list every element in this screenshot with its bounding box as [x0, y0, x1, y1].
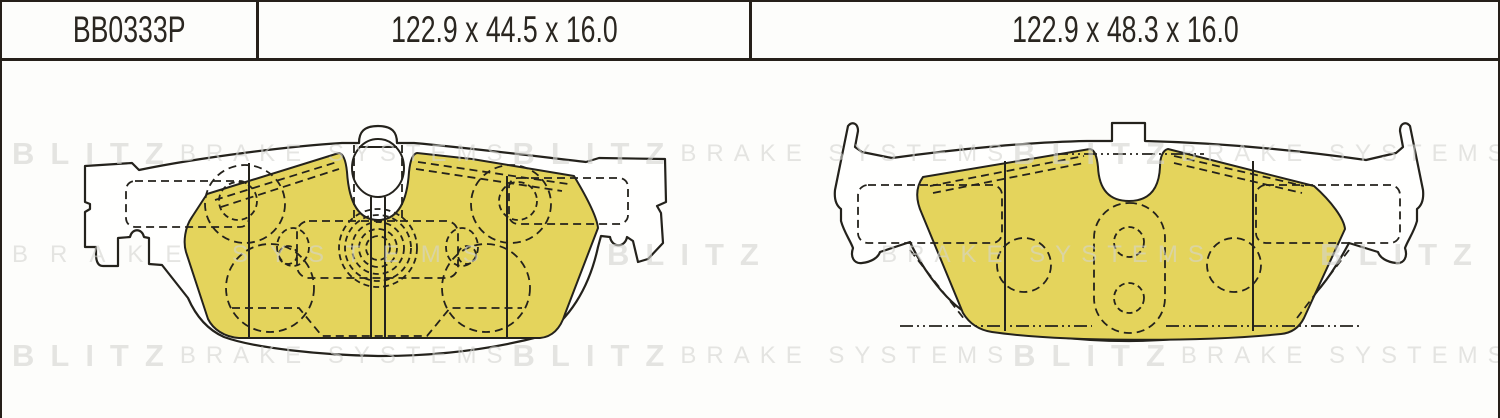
- right-shim-rect-left: [857, 184, 1003, 244]
- left-band-hole-right: [457, 245, 477, 265]
- right-capsule-hole-top: [1113, 226, 1145, 258]
- header-table: BB0333P 122.9 x 44.5 x 16.0 122.9 x 48.3…: [2, 0, 1498, 61]
- left-guide-circle-lower-left: [225, 243, 315, 333]
- left-sensor-tab-hole: [351, 138, 405, 198]
- left-shim-rect-right: [508, 177, 629, 225]
- right-bevel-diagonal-right: [1296, 249, 1350, 319]
- right-guide-circle-right: [1206, 237, 1262, 293]
- right-dimensions-cell: 122.9 x 48.3 x 16.0: [752, 2, 1498, 58]
- right-shim-rect-right: [1255, 184, 1401, 244]
- brake-pad-drawings: [83, 121, 1425, 358]
- right-bevel-diagonal-left: [909, 249, 966, 321]
- left-band-ellipse-left: [276, 227, 310, 267]
- left-bottom-relief-outline: [232, 307, 522, 337]
- left-guide-circle-upper-left: [204, 164, 286, 244]
- left-piston-concentric-circles: [338, 208, 418, 288]
- part-number: BB0333P: [72, 9, 186, 50]
- left-shim-rect-left: [125, 180, 250, 228]
- left-guide-circle-lower-right: [441, 243, 531, 333]
- right-guide-circle-left: [996, 237, 1052, 293]
- part-number-cell: BB0333P: [2, 2, 259, 58]
- left-band-ellipse-right: [445, 227, 479, 267]
- right-center-capsule: [1093, 202, 1166, 334]
- left-dimensions-cell: 122.9 x 44.5 x 16.0: [259, 2, 752, 58]
- left-pad-technical-drawing: [83, 124, 668, 358]
- left-band-hole-left: [278, 245, 298, 265]
- right-pad-dimensions: 122.9 x 48.3 x 16.0: [1011, 9, 1239, 50]
- left-piston-contact-band: [296, 220, 459, 279]
- left-guide-hole-upper-left: [218, 181, 258, 221]
- right-chamfer-lines: [929, 155, 1305, 194]
- left-guide-circle-upper-right: [470, 164, 552, 244]
- right-pad-technical-drawing: [833, 121, 1425, 343]
- right-capsule-hole-bottom: [1113, 282, 1145, 314]
- left-guide-hole-upper-right: [498, 181, 538, 221]
- left-pad-dimensions: 122.9 x 44.5 x 16.0: [390, 9, 618, 50]
